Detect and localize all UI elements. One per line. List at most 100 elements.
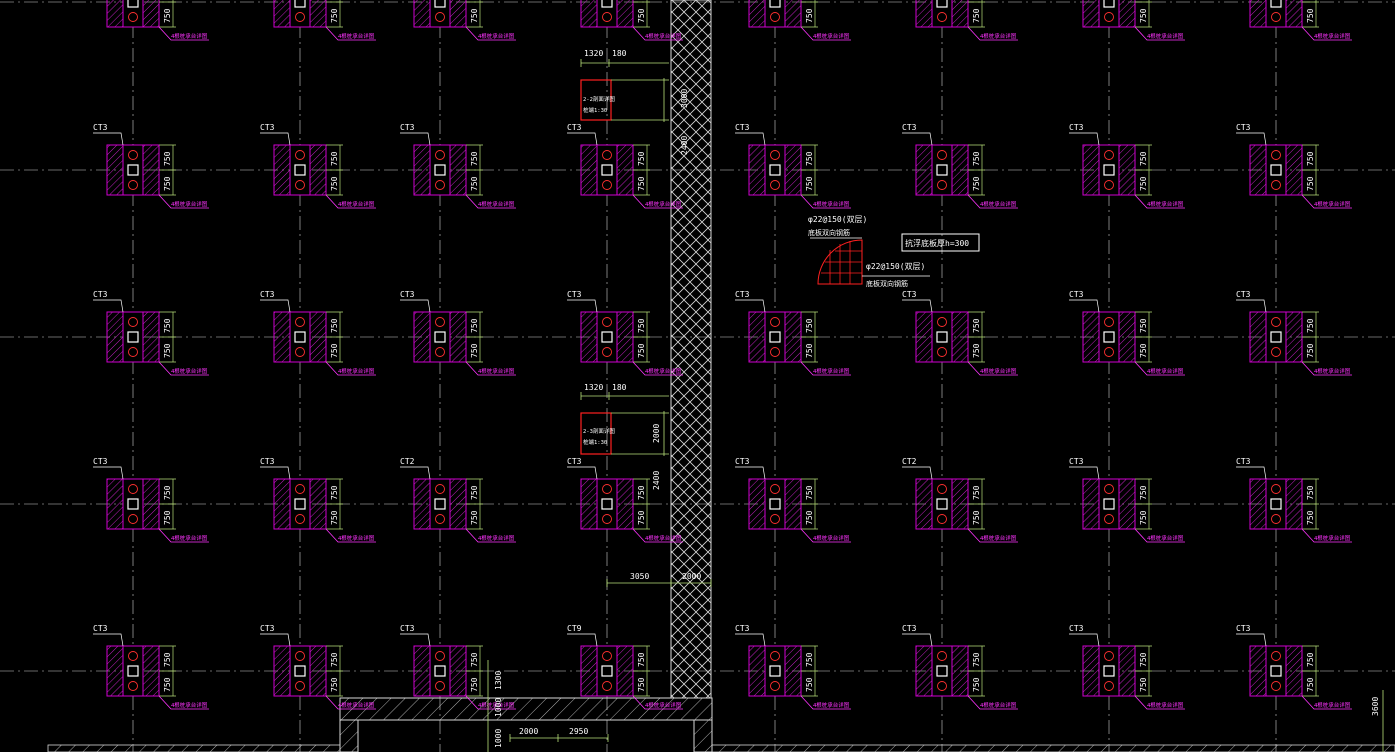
column-square: [769, 665, 781, 677]
cap-dim-upper: 750: [163, 485, 172, 500]
cap-dim-lower: 750: [330, 343, 339, 358]
pile-circle: [1104, 651, 1114, 661]
column-square: [1270, 331, 1282, 343]
label-leader: [1236, 132, 1267, 146]
cap-leader-line: [632, 361, 683, 376]
column-square: [1270, 498, 1282, 510]
cap-dim-lower: 750: [470, 8, 479, 23]
cap-dim-upper: 750: [1306, 318, 1315, 333]
cap-leader-line: [325, 361, 376, 376]
section-2-2-dim-180: 180: [612, 49, 627, 58]
cap-leader-text: 4根桩承台详图: [813, 32, 850, 40]
cap-dim-upper: 750: [805, 485, 814, 500]
pile-circle: [1271, 180, 1281, 190]
pile-circle: [128, 150, 138, 160]
pile-cap-label: CT3: [400, 290, 415, 299]
cap-leader-line: [158, 361, 209, 376]
column-square: [434, 164, 446, 176]
column-square: [127, 164, 139, 176]
pile-cap-label: CT3: [902, 290, 917, 299]
cap-leader-text: 4根桩承台详图: [813, 701, 850, 709]
cap-leader-text: 4根桩承台详图: [171, 367, 208, 375]
cap-leader-line: [465, 528, 516, 543]
cap-dim-lower: 750: [972, 8, 981, 23]
pile-circle: [602, 180, 612, 190]
dim-3600: 3600: [1371, 697, 1380, 716]
pile-circle: [770, 180, 780, 190]
pile-cap-label: CT3: [1069, 457, 1084, 466]
pile-cap-label: CT3: [260, 123, 275, 132]
pile-cap-label: CT3: [93, 457, 108, 466]
pile-circle: [295, 180, 305, 190]
section-block-2-3: 1320 180 2-3剖面详图 桩端1:30 2000 2400: [580, 383, 669, 490]
label-leader: [567, 299, 598, 313]
pile-circle: [128, 180, 138, 190]
cap-dim-lower: 750: [637, 343, 646, 358]
cap-dim-upper: 750: [1139, 151, 1148, 166]
pile-cap-label: CT3: [260, 290, 275, 299]
column-square: [127, 331, 139, 343]
cap-leader-text: 4根桩承台详图: [980, 367, 1017, 375]
cap-leader-text: 4根桩承台详图: [338, 701, 375, 709]
cap-dim-upper: 750: [330, 151, 339, 166]
cap-leader-line: [1301, 26, 1352, 41]
cap-leader-text: 4根桩承台详图: [171, 534, 208, 542]
section-2-3-dim-side: 2000: [652, 424, 661, 443]
column-square: [936, 665, 948, 677]
pile-cap-label: CT3: [1236, 123, 1251, 132]
pile-circle: [937, 681, 947, 691]
pile-cap-label: CT3: [1069, 624, 1084, 633]
cap-leader-text: 4根桩承台详图: [1147, 32, 1184, 40]
cap-dim-upper: 750: [972, 151, 981, 166]
slab-thickness-label: 抗浮底板厚h=300: [905, 238, 969, 248]
section-2-3-title: 2-3剖面详图: [583, 427, 615, 435]
label-leader: [1069, 299, 1100, 313]
bottom-wall-left-leg: [339, 719, 359, 752]
pile-circle: [937, 12, 947, 22]
pile-circle: [770, 681, 780, 691]
pile-cap-label: CT2: [400, 457, 415, 466]
pile-circle: [937, 150, 947, 160]
cap-leader-line: [967, 528, 1018, 543]
cap-leader-text: 4根桩承台详图: [645, 367, 682, 375]
pile-circle: [1271, 347, 1281, 357]
pile-cap-label: CT3: [1069, 290, 1084, 299]
cap-leader-line: [800, 361, 851, 376]
pile-circle: [1104, 317, 1114, 327]
cap-dim-upper: 750: [330, 652, 339, 667]
pile-circle: [1271, 484, 1281, 494]
column-square: [127, 665, 139, 677]
column-square: [294, 0, 306, 8]
pile-circle: [770, 347, 780, 357]
cap-leader-line: [800, 26, 851, 41]
cap-leader-line: [465, 26, 516, 41]
column-square: [936, 0, 948, 8]
cap-leader-text: 4根桩承台详图: [338, 32, 375, 40]
pile-circle: [295, 150, 305, 160]
pile-circle: [602, 347, 612, 357]
cap-dim-lower: 750: [470, 176, 479, 191]
pile-cap-label: CT3: [93, 123, 108, 132]
label-leader: [93, 466, 124, 480]
cap-leader-line: [1134, 26, 1185, 41]
cap-leader-line: [465, 695, 516, 710]
column-square: [1270, 0, 1282, 8]
pile-circle: [1104, 347, 1114, 357]
cap-dim-upper: 750: [805, 318, 814, 333]
pile-cap-label: CT3: [735, 624, 750, 633]
cap-leader-line: [325, 26, 376, 41]
dim-3050: 3050: [630, 572, 649, 581]
label-leader: [902, 633, 933, 647]
column-square: [1270, 164, 1282, 176]
pile-cap-label: CT3: [735, 290, 750, 299]
cap-dim-upper: 750: [1139, 318, 1148, 333]
pile-circle: [435, 180, 445, 190]
cap-dim-upper: 750: [470, 485, 479, 500]
cap-leader-text: 4根桩承台详图: [338, 200, 375, 208]
